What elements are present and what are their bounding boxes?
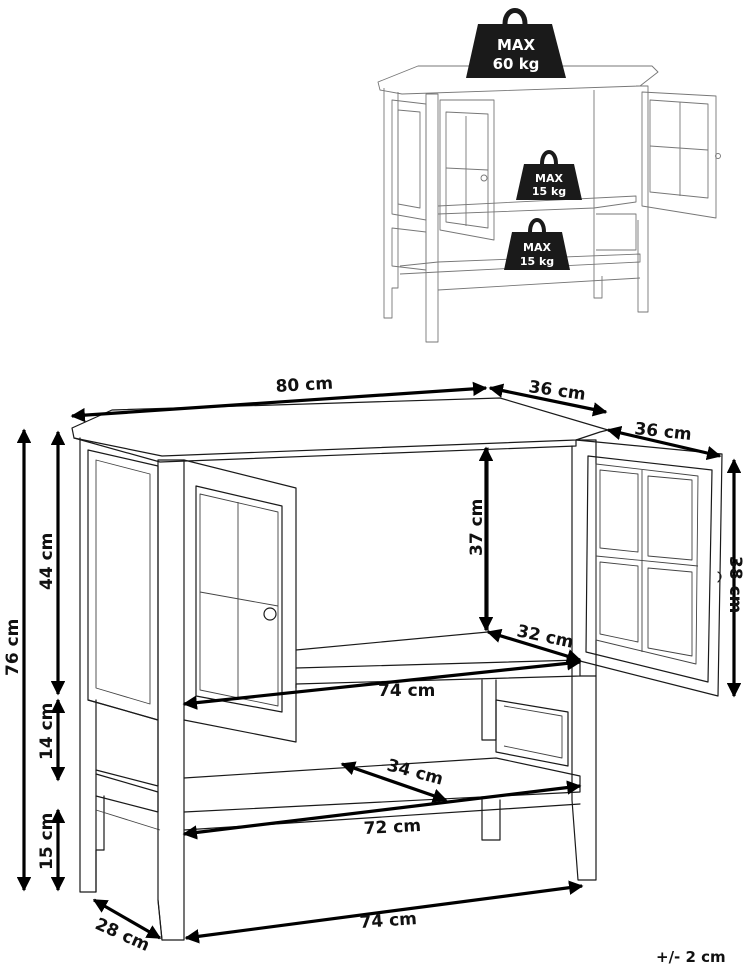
label-height-middle: 14 cm: [37, 703, 57, 760]
label-shelf-depth: 34 cm: [385, 756, 446, 790]
label-width-top: 80 cm: [275, 374, 333, 397]
label-depth-top: 36 cm: [527, 377, 587, 405]
weight-middle-line2: 15 kg: [532, 185, 566, 198]
weight-top-line1: MAX: [497, 36, 536, 54]
weight-icon-middle: MAX 15 kg: [516, 150, 582, 200]
dimension-lines: [16, 381, 742, 944]
cabinet-drawing: [71, 397, 723, 941]
weight-icon-bottom: MAX 15 kg: [504, 218, 570, 270]
dimension-labels: 80 cm 36 cm 36 cm 38 cm 76 cm 44 cm 14 c…: [3, 374, 745, 966]
label-base-depth: 28 cm: [92, 914, 153, 956]
label-height-total: 76 cm: [3, 619, 23, 676]
left-door-knob: [263, 607, 277, 621]
label-inner-height: 37 cm: [467, 499, 487, 556]
label-inner-width: 74 cm: [378, 681, 435, 701]
label-shelf-width: 72 cm: [363, 816, 421, 839]
label-door-width: 36 cm: [633, 419, 692, 445]
label-height-upper: 44 cm: [37, 533, 57, 590]
weight-middle-line1: MAX: [535, 172, 563, 185]
label-base-width: 74 cm: [359, 909, 418, 933]
weight-icon-top: MAX 60 kg: [466, 8, 566, 78]
weight-top-line2: 60 kg: [493, 55, 540, 73]
weight-bottom-line2: 15 kg: [520, 255, 554, 268]
label-height-bottom: 15 cm: [37, 813, 57, 870]
weight-bottom-line1: MAX: [523, 241, 551, 254]
tolerance-note: +/- 2 cm: [656, 948, 726, 966]
load-capacity-illustration: MAX 60 kg MAX 15 kg MAX 15 kg: [377, 8, 721, 343]
label-door-height: 38 cm: [725, 556, 745, 613]
